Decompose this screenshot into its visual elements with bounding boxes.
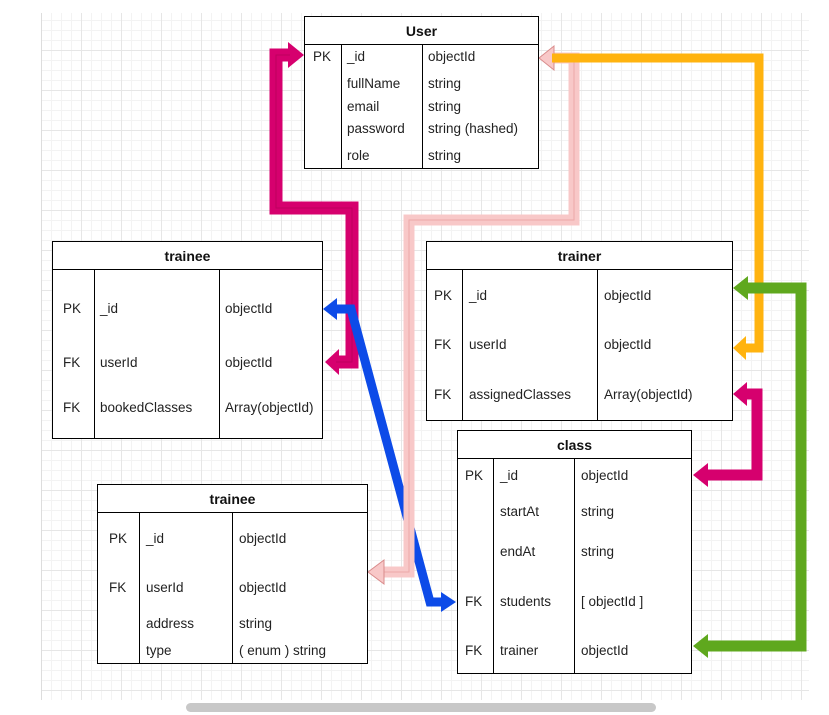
field-name: userId — [469, 337, 507, 352]
key-label: PK — [313, 49, 332, 64]
table-trainee-title: trainee — [53, 242, 322, 270]
field-name: _id — [500, 468, 519, 483]
table-class-title: class — [458, 431, 691, 459]
table-trainer[interactable]: trainer PK _id objectId FK userId object… — [426, 241, 733, 421]
field-name: startAt — [500, 504, 540, 519]
field-type: string — [428, 76, 462, 91]
column-divider — [493, 458, 494, 673]
field-name: role — [347, 148, 370, 163]
key-label: FK — [465, 643, 483, 658]
field-type: string — [428, 148, 462, 163]
field-name: type — [146, 643, 172, 658]
horizontal-scrollbar[interactable] — [186, 703, 656, 712]
table-user-title: User — [305, 17, 538, 45]
field-name: _id — [347, 49, 366, 64]
key-label: FK — [465, 594, 483, 609]
connector-trainee-user[interactable] — [269, 42, 359, 375]
field-name: trainer — [500, 643, 539, 658]
key-label: PK — [434, 288, 453, 303]
field-name: userId — [100, 355, 138, 370]
field-name: address — [146, 616, 195, 631]
field-name: userId — [146, 580, 184, 595]
column-divider — [219, 269, 220, 438]
key-label: FK — [434, 387, 452, 402]
field-type: string — [239, 616, 273, 631]
field-type: objectId — [225, 355, 273, 370]
column-divider — [139, 512, 140, 663]
field-type: Array(objectId) — [225, 400, 314, 415]
field-name: email — [347, 99, 380, 114]
table-class[interactable]: class PK _id objectId startAt string end… — [457, 430, 692, 674]
connector-user-trainer[interactable] — [552, 53, 764, 360]
field-type: objectId — [581, 643, 629, 658]
field-type: objectId — [239, 531, 287, 546]
field-name: password — [347, 121, 405, 136]
connector-trainee-class[interactable] — [323, 298, 456, 612]
column-divider — [232, 512, 233, 663]
field-name: assignedClasses — [469, 387, 572, 402]
field-type: [ objectId ] — [581, 594, 644, 609]
table-trainee[interactable]: trainee PK _id objectId FK userId object… — [52, 241, 323, 439]
field-type: string (hashed) — [428, 121, 519, 136]
key-label: FK — [63, 400, 81, 415]
table-trainee-2-title: trainee — [98, 485, 367, 513]
connector-trainer-class[interactable] — [693, 276, 807, 658]
key-label: FK — [109, 580, 127, 595]
column-divider — [597, 269, 598, 420]
table-user[interactable]: User PK _id objectId fullName string ema… — [304, 16, 539, 169]
field-type: objectId — [428, 49, 476, 64]
field-type: string — [428, 99, 462, 114]
column-divider — [341, 44, 342, 168]
connector-trainer-class-ids[interactable] — [693, 382, 763, 487]
field-name: students — [500, 594, 552, 609]
field-type: objectId — [225, 301, 273, 316]
field-name: _id — [469, 288, 488, 303]
table-trainee-2[interactable]: trainee PK _id objectId FK userId object… — [97, 484, 368, 664]
field-name: bookedClasses — [100, 400, 193, 415]
table-trainer-title: trainer — [427, 242, 732, 270]
column-divider — [574, 458, 575, 673]
field-name: _id — [146, 531, 165, 546]
field-type: objectId — [604, 288, 652, 303]
key-label: PK — [109, 531, 128, 546]
column-divider — [422, 44, 423, 168]
key-label: PK — [465, 468, 484, 483]
field-type: string — [581, 504, 615, 519]
field-type: string — [581, 544, 615, 559]
key-label: FK — [63, 355, 81, 370]
field-name: _id — [100, 301, 119, 316]
column-divider — [94, 269, 95, 438]
field-name: fullName — [347, 76, 401, 91]
field-type: objectId — [581, 468, 629, 483]
key-label: FK — [434, 337, 452, 352]
field-type: ( enum ) string — [239, 643, 327, 658]
field-name: endAt — [500, 544, 536, 559]
column-divider — [462, 269, 463, 420]
key-label: PK — [63, 301, 82, 316]
field-type: Array(objectId) — [604, 387, 693, 402]
field-type: objectId — [239, 580, 287, 595]
field-type: objectId — [604, 337, 652, 352]
